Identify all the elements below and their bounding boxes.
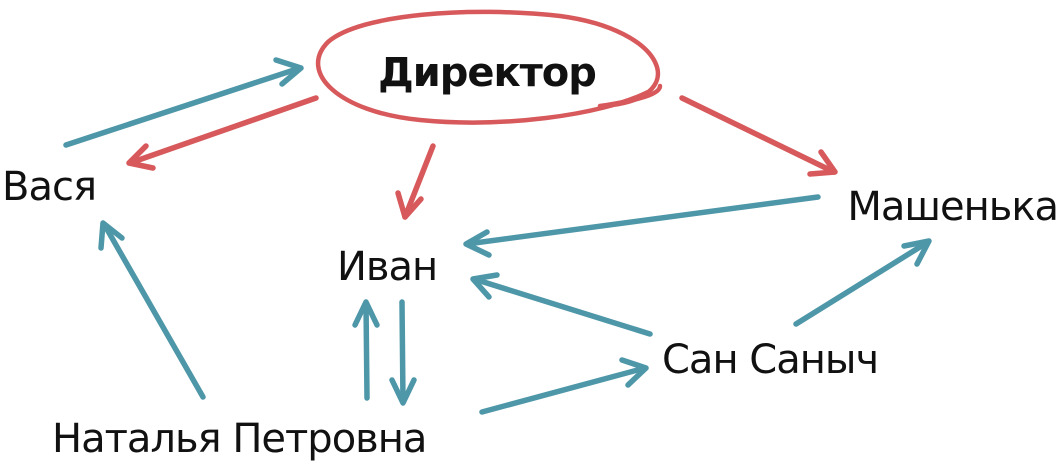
edge-director-to-vasya — [126, 95, 319, 171]
arrowhead — [389, 377, 417, 406]
arrowhead — [126, 143, 156, 171]
edge-natalya-to-vasya — [98, 220, 206, 400]
arrowhead — [352, 299, 380, 328]
node-vasya: Вася — [2, 164, 96, 210]
arrowhead — [470, 272, 500, 300]
arrowhead — [463, 229, 492, 258]
arrowhead — [807, 149, 838, 177]
node-ivan: Иван — [337, 244, 437, 290]
edge-san-sanych-to-ivan — [470, 272, 653, 337]
director-oval — [315, 9, 661, 125]
edges — [63, 57, 932, 415]
edge-ivan-to-natalya — [389, 299, 417, 406]
node-san-sanych: Сан Саныч — [662, 337, 878, 383]
edge-vasya-to-director — [63, 57, 304, 148]
arrowhead — [619, 357, 649, 388]
director-node: Директор — [315, 9, 663, 125]
edge-natalya-to-ivan — [352, 299, 380, 401]
edge-director-to-mashenka — [679, 95, 838, 177]
node-mashenka: Машенька — [847, 184, 1058, 230]
arrowhead — [901, 238, 932, 267]
edge-director-to-ivan — [395, 143, 436, 220]
edge-natalya-to-san-sanych — [479, 357, 649, 415]
arrowhead — [98, 220, 125, 251]
edge-mashenka-to-ivan — [463, 194, 821, 258]
node-director: Директор — [378, 50, 596, 96]
arrowhead — [273, 57, 304, 87]
director-oval-stroke-2 — [597, 83, 663, 109]
arrowhead — [395, 190, 424, 220]
edge-san-sanych-to-mashenka — [793, 238, 932, 327]
node-natalya-petrovna: Наталья Петровна — [52, 416, 426, 462]
